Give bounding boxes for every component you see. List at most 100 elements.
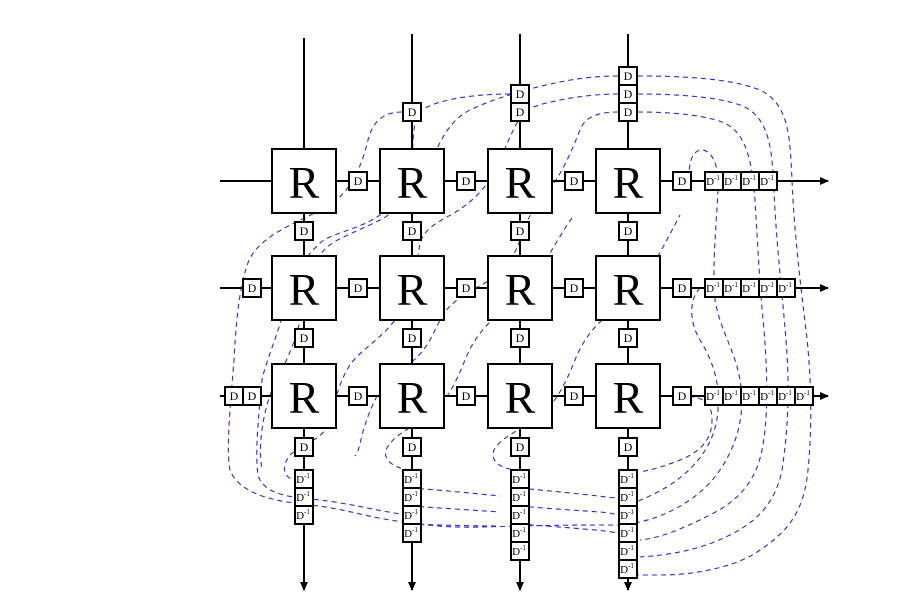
east-inverse-delay-r3-4: D-1 bbox=[758, 386, 778, 406]
wavefront-curve-5 bbox=[354, 111, 619, 457]
delay-v-r2-c4: D bbox=[618, 328, 638, 348]
router-r2-c2: R bbox=[379, 255, 445, 321]
delay-label: D bbox=[408, 440, 417, 454]
delay-h-r3-c2: D bbox=[456, 386, 476, 406]
south-inverse-delay-c1-1: D-1 bbox=[294, 469, 314, 489]
router-label: R bbox=[613, 372, 644, 423]
delay-label: D bbox=[624, 440, 633, 454]
left-delay-r2-1: D bbox=[242, 278, 262, 298]
delay-label: D bbox=[230, 389, 239, 403]
delay-label: D bbox=[248, 281, 257, 295]
delay-label: D bbox=[462, 281, 471, 295]
delay-label: D bbox=[624, 87, 633, 101]
top-delay-c2-1: D bbox=[402, 102, 422, 122]
delay-v-r3-c3: D bbox=[510, 437, 530, 457]
south-inverse-delay-c3-1: D-1 bbox=[510, 469, 530, 489]
delay-label: D bbox=[300, 331, 309, 345]
delay-v-r1-c1: D bbox=[294, 221, 314, 241]
south-inverse-delay-c4-3: D-1 bbox=[618, 505, 638, 525]
wavefront-curve-8 bbox=[637, 111, 768, 541]
east-inverse-delay-r1-2: D-1 bbox=[722, 171, 742, 191]
router-r3-c2: R bbox=[379, 363, 445, 429]
wavefront-curve-14 bbox=[409, 487, 501, 497]
router-label: R bbox=[397, 372, 428, 423]
delay-v-r1-c4: D bbox=[618, 221, 638, 241]
router-r2-c4: R bbox=[595, 255, 661, 321]
delay-h-r1-c1: D bbox=[348, 171, 368, 191]
delay-label: D bbox=[678, 174, 687, 188]
router-label: R bbox=[613, 157, 644, 208]
south-inverse-delay-c3-2: D-1 bbox=[510, 487, 530, 507]
delay-label: D bbox=[678, 389, 687, 403]
east-inverse-delay-r2-3: D-1 bbox=[740, 278, 760, 298]
delay-label: D bbox=[570, 174, 579, 188]
delay-v-r3-c2: D bbox=[402, 437, 422, 457]
wavefront-curve-9 bbox=[635, 287, 719, 503]
delay-label: D bbox=[354, 174, 363, 188]
south-inverse-delay-c1-3: D-1 bbox=[294, 505, 314, 525]
router-r1-c2: R bbox=[379, 148, 445, 214]
router-r1-c3: R bbox=[487, 148, 553, 214]
delay-label: D bbox=[516, 87, 525, 101]
delay-h-r1-c3: D bbox=[564, 171, 584, 191]
east-inverse-delay-r2-4: D-1 bbox=[758, 278, 778, 298]
east-inverse-delay-r3-5: D-1 bbox=[776, 386, 796, 406]
south-inverse-delay-c3-5: D-1 bbox=[510, 541, 530, 561]
delay-label: D bbox=[678, 281, 687, 295]
wavefront-curve-16 bbox=[409, 505, 501, 513]
east-inverse-delay-r2-1: D-1 bbox=[704, 278, 724, 298]
delay-h-r2-c3: D bbox=[564, 278, 584, 298]
delay-v-r3-c4: D bbox=[618, 437, 638, 457]
delay-h-r1-c4: D bbox=[672, 171, 692, 191]
east-inverse-delay-r3-6: D-1 bbox=[794, 386, 814, 406]
delay-label: D bbox=[516, 224, 525, 238]
router-label: R bbox=[505, 372, 536, 423]
delay-label: D bbox=[354, 389, 363, 403]
wavefront-curve-17 bbox=[519, 523, 619, 534]
south-inverse-delay-c1-2: D-1 bbox=[294, 487, 314, 507]
router-label: R bbox=[505, 157, 536, 208]
delay-v-r2-c1: D bbox=[294, 328, 314, 348]
east-inverse-delay-r3-1: D-1 bbox=[704, 386, 724, 406]
east-inverse-delay-r3-3: D-1 bbox=[740, 386, 760, 406]
delay-v-r1-c3: D bbox=[510, 221, 530, 241]
delay-label: D bbox=[300, 224, 309, 238]
south-inverse-delay-c4-6: D-1 bbox=[618, 559, 638, 579]
wavefront-curve-6 bbox=[636, 75, 812, 576]
delay-label: D bbox=[570, 281, 579, 295]
wavefront-curve-15 bbox=[519, 505, 619, 516]
delay-v-r1-c2: D bbox=[402, 221, 422, 241]
wavefront-curve-13 bbox=[519, 487, 619, 499]
delay-label: D bbox=[354, 281, 363, 295]
wavefront-curve-1 bbox=[227, 111, 743, 528]
router-label: R bbox=[289, 157, 320, 208]
delay-label: D bbox=[462, 389, 471, 403]
router-label: R bbox=[397, 157, 428, 208]
delay-h-r3-c1: D bbox=[348, 386, 368, 406]
delay-label: D bbox=[408, 224, 417, 238]
delay-label: D bbox=[624, 69, 633, 83]
south-inverse-delay-c4-5: D-1 bbox=[618, 541, 638, 561]
top-delay-c4-3: D bbox=[618, 66, 638, 86]
delay-label: D bbox=[624, 224, 633, 238]
east-inverse-delay-r2-5: D-1 bbox=[776, 278, 796, 298]
delay-h-r2-c2: D bbox=[456, 278, 476, 298]
south-inverse-delay-c4-4: D-1 bbox=[618, 523, 638, 543]
delay-label: D bbox=[300, 440, 309, 454]
router-label: R bbox=[397, 264, 428, 315]
delay-label: D bbox=[516, 105, 525, 119]
south-inverse-delay-c3-4: D-1 bbox=[510, 523, 530, 543]
top-delay-c4-1: D bbox=[618, 102, 638, 122]
south-inverse-delay-c2-2: D-1 bbox=[402, 487, 422, 507]
left-delay-r3-1: D bbox=[242, 386, 262, 406]
router-label: R bbox=[289, 264, 320, 315]
wavefront-curve-12 bbox=[384, 217, 573, 471]
wavefront-curve-7 bbox=[637, 93, 789, 558]
south-inverse-delay-c3-3: D-1 bbox=[510, 505, 530, 525]
router-r1-c4: R bbox=[595, 148, 661, 214]
delay-label: D bbox=[408, 105, 417, 119]
delay-label: D bbox=[462, 174, 471, 188]
delay-label: D bbox=[570, 389, 579, 403]
top-delay-c3-1: D bbox=[510, 102, 530, 122]
